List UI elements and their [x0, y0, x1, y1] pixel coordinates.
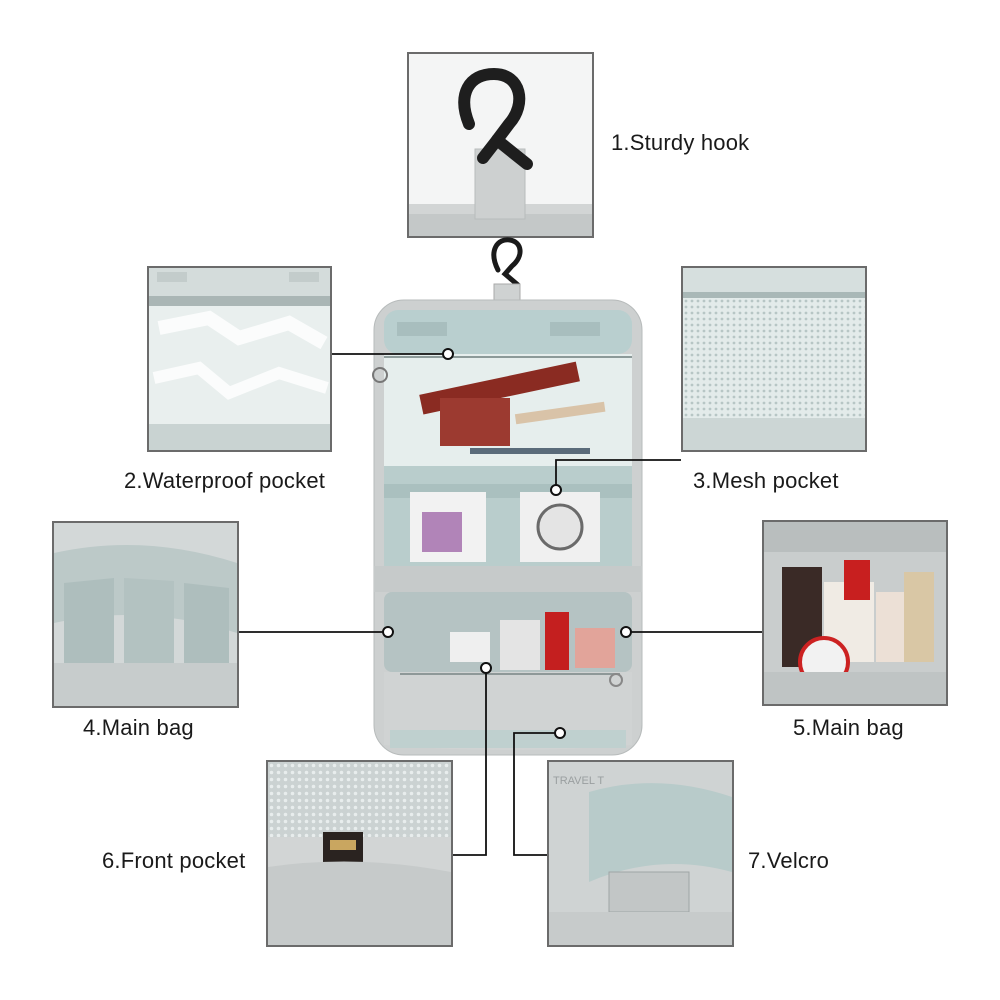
feature-label-hook: 1.Sturdy hook [611, 130, 750, 155]
mesh-pocket-detail [683, 268, 865, 450]
velcro-detail: TRAVEL T [549, 762, 732, 945]
front-pocket-image [266, 760, 453, 947]
bag-hook-icon [491, 237, 523, 305]
feature-label-mesh: 3.Mesh pocket [693, 468, 839, 493]
front-pocket-detail [268, 762, 451, 945]
waterproof-pocket-detail [149, 268, 330, 450]
toiletry-bag-body [372, 299, 643, 756]
main-bag-left-detail [54, 523, 237, 706]
feature-label-main-bag-right: 5.Main bag [793, 715, 904, 740]
feature-label-waterproof: 2.Waterproof pocket [124, 468, 326, 493]
connector-dots [382, 348, 632, 739]
hook-detail-image [407, 52, 594, 238]
mesh-pocket-image [681, 266, 867, 452]
feature-label-main-bag-left: 4.Main bag [83, 715, 194, 740]
hook-icon [409, 68, 592, 236]
velcro-image: TRAVEL T [547, 760, 734, 947]
main-bag-left-image [52, 521, 239, 708]
connector-lines [239, 353, 762, 856]
feature-label-velcro: 7.Velcro [748, 848, 830, 873]
feature-label-front-pocket: 6.Front pocket [102, 848, 246, 873]
main-bag-right-detail [764, 522, 946, 704]
bag-print-text: TRAVEL T [553, 775, 604, 787]
main-compartment-items [450, 612, 615, 670]
main-bag-right-image [762, 520, 948, 706]
waterproof-pocket-image [147, 266, 332, 452]
pocket-contents [419, 361, 606, 454]
